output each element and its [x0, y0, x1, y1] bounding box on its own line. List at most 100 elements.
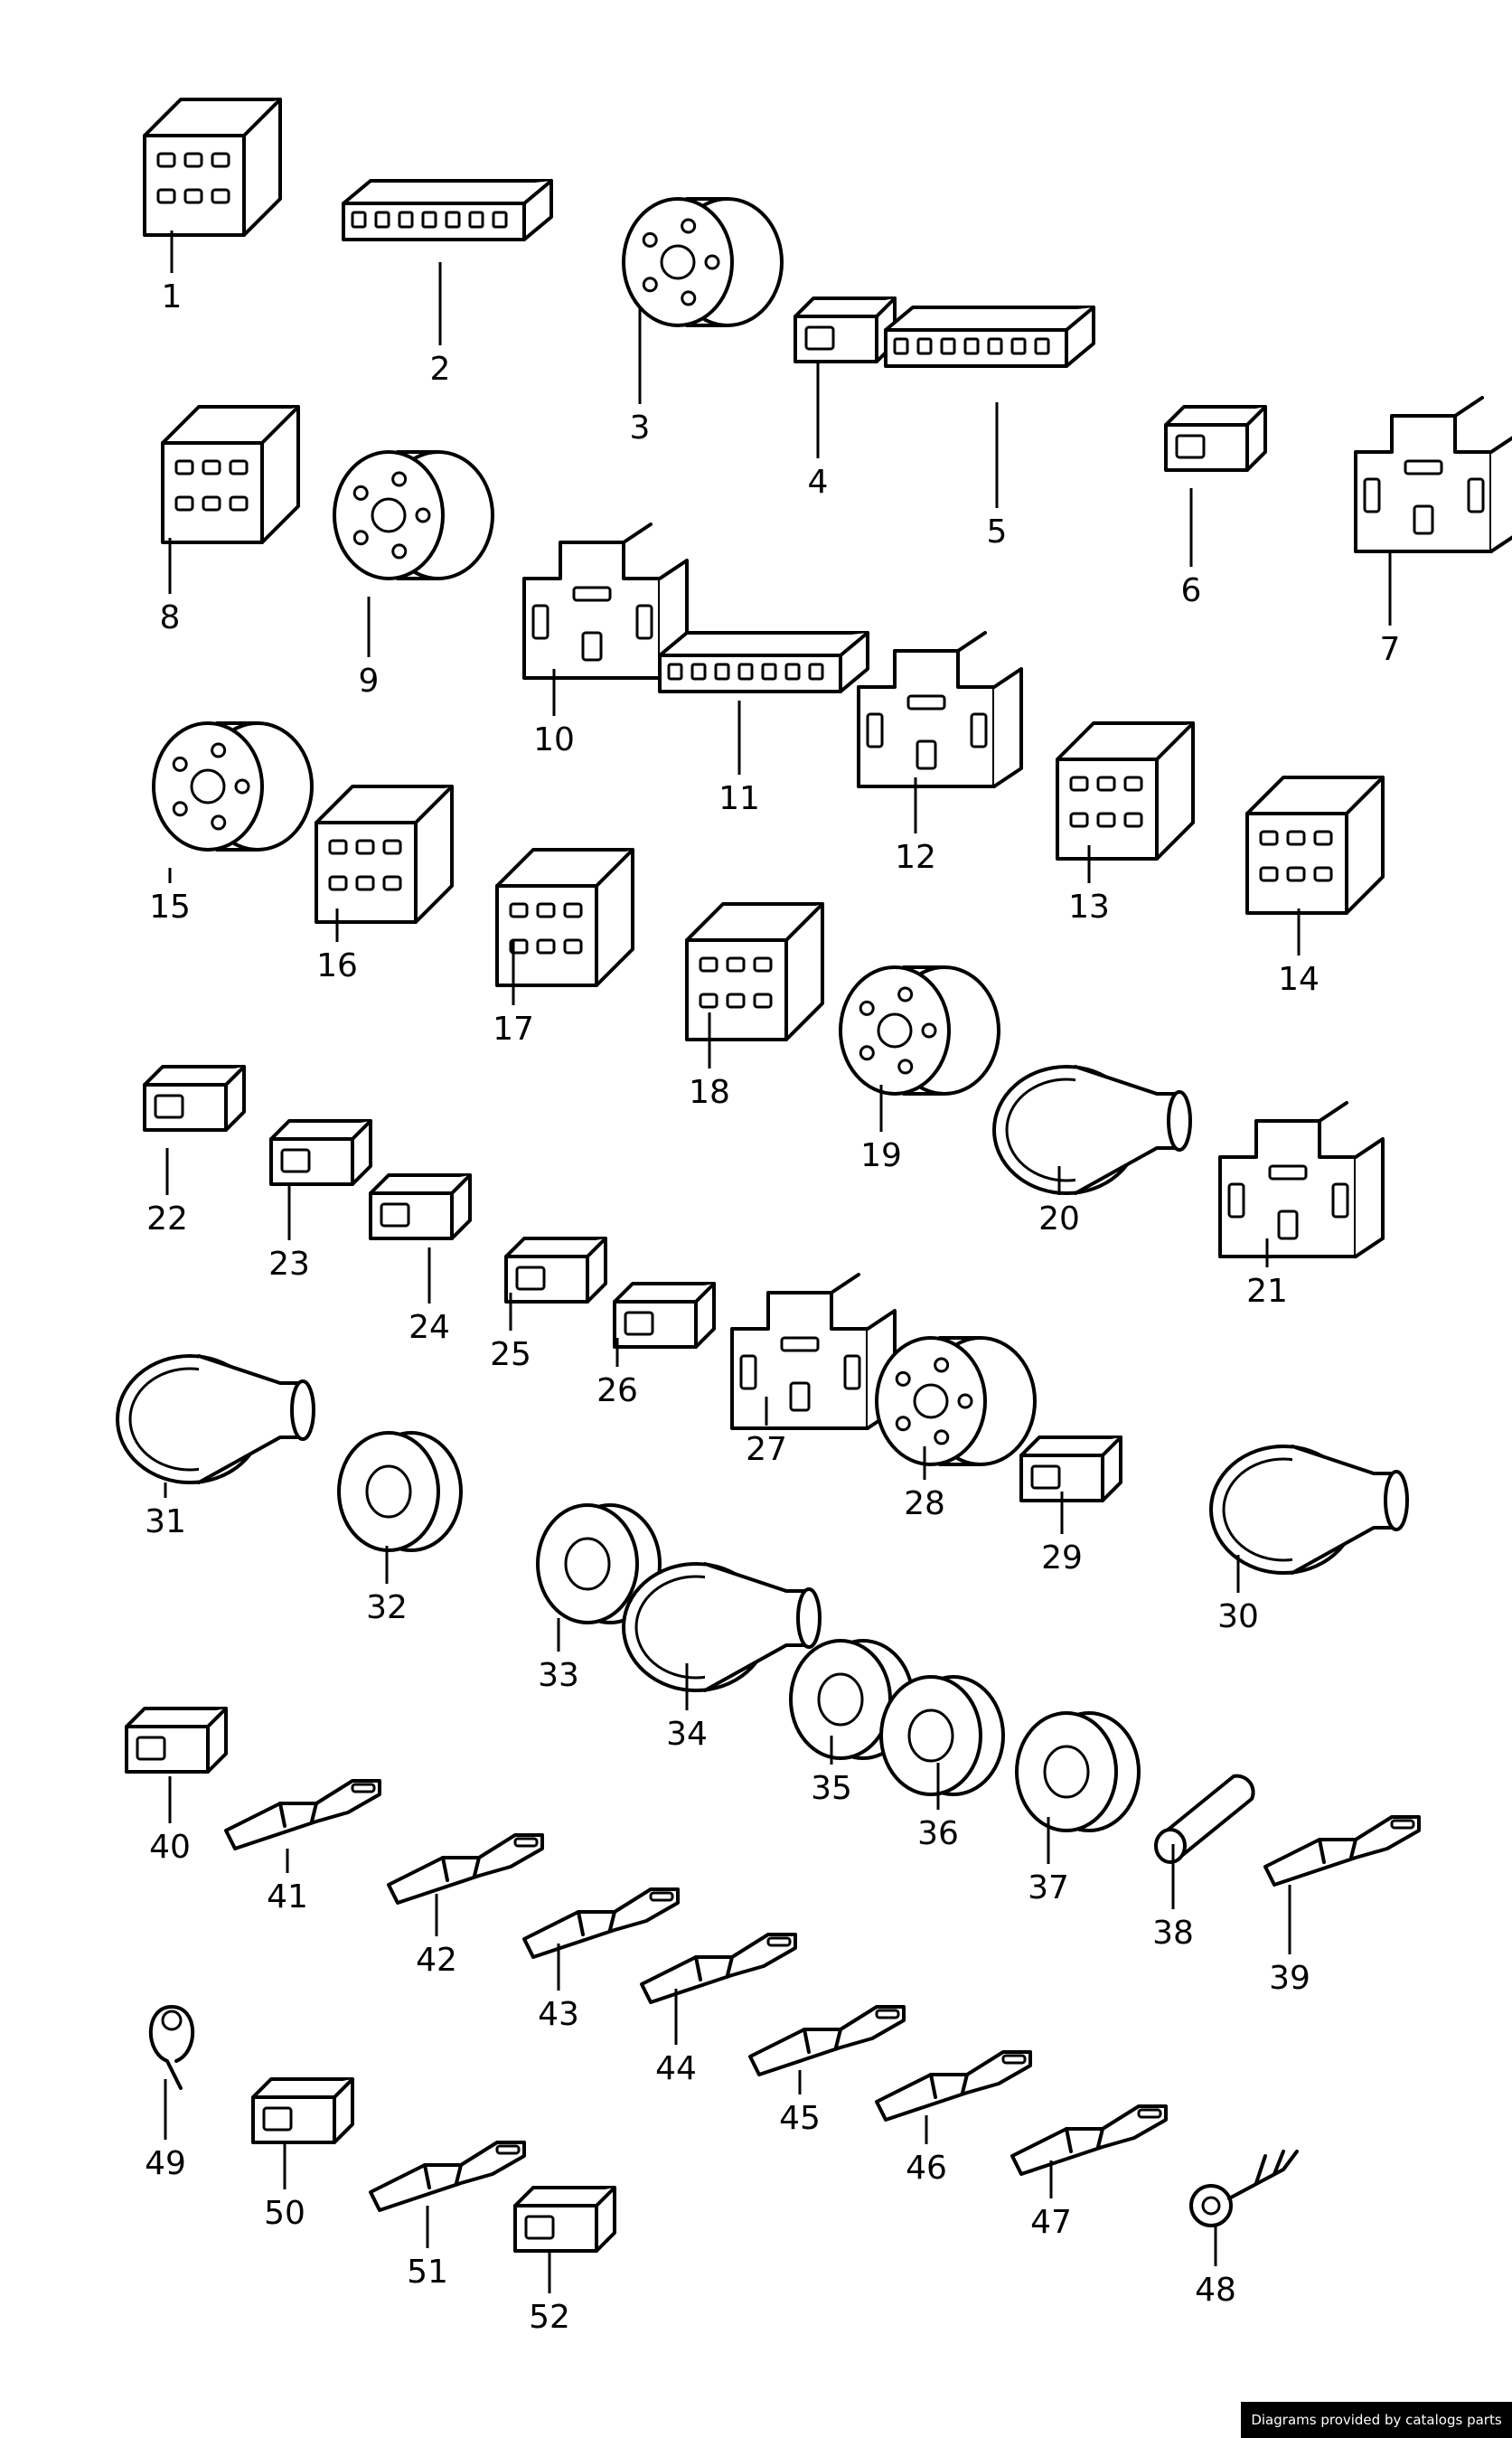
callout-number: 1: [162, 278, 183, 315]
part-19: [839, 965, 1000, 1096]
callout-number: 7: [1380, 631, 1401, 668]
callout-37: 37: [1028, 1817, 1069, 1906]
callout-52: 52: [529, 2251, 570, 2336]
callout-number: 44: [655, 2050, 697, 2087]
callout-number: 46: [906, 2150, 947, 2187]
part-5: [884, 306, 1095, 368]
part-15: [152, 721, 314, 852]
callout-number: 4: [808, 464, 829, 501]
callout-50: 50: [264, 2142, 305, 2232]
callout-number: 14: [1278, 961, 1319, 998]
callout-13: 13: [1068, 845, 1110, 926]
part-52: [513, 2186, 616, 2253]
part-39: [1263, 1815, 1421, 1887]
part-23: [269, 1119, 372, 1186]
callout-17: 17: [493, 940, 534, 1048]
callout-38: 38: [1152, 1844, 1194, 1952]
part-18: [685, 902, 824, 1041]
part-43: [522, 1887, 680, 1959]
callout-33: 33: [538, 1618, 579, 1694]
part-11: [658, 631, 869, 693]
credit-badge: Diagrams provided by catalogs parts: [1241, 2402, 1512, 2438]
callout-6: 6: [1181, 488, 1201, 609]
callout-9: 9: [359, 597, 380, 700]
callout-number: 34: [666, 1716, 708, 1753]
callout-number: 28: [904, 1485, 945, 1522]
callout-number: 30: [1217, 1598, 1259, 1635]
callout-number: 9: [359, 663, 380, 700]
callout-number: 19: [860, 1137, 902, 1174]
callout-49: 49: [145, 2079, 186, 2182]
part-41: [224, 1779, 381, 1850]
callout-number: 26: [596, 1372, 638, 1409]
part-16: [315, 785, 454, 924]
callout-41: 41: [267, 1849, 308, 1916]
part-20: [992, 1065, 1192, 1195]
callout-7: 7: [1380, 551, 1401, 668]
callout-11: 11: [718, 701, 760, 817]
callout-2: 2: [430, 262, 450, 388]
callout-number: 52: [529, 2299, 570, 2336]
callout-36: 36: [917, 1763, 959, 1852]
callout-34: 34: [666, 1663, 708, 1753]
callout-number: 35: [811, 1770, 852, 1807]
callout-number: 49: [145, 2145, 186, 2182]
part-45: [748, 2005, 906, 2076]
callout-45: 45: [779, 2070, 821, 2137]
callout-14: 14: [1278, 908, 1319, 998]
callout-number: 43: [538, 1996, 579, 2033]
part-17: [495, 848, 634, 987]
part-37: [1015, 1711, 1141, 1832]
part-31: [116, 1354, 315, 1484]
callout-18: 18: [689, 1012, 730, 1111]
callout-number: 37: [1028, 1869, 1069, 1906]
part-46: [875, 2050, 1032, 2122]
callout-number: 51: [407, 2254, 448, 2291]
callout-20: 20: [1038, 1166, 1080, 1238]
callout-number: 11: [718, 780, 760, 817]
part-24: [369, 1173, 472, 1240]
callout-number: 20: [1038, 1200, 1080, 1238]
part-4: [794, 297, 897, 363]
callout-number: 16: [316, 947, 358, 984]
callout-number: 18: [689, 1074, 730, 1111]
callout-number: 21: [1246, 1273, 1288, 1310]
part-42: [387, 1833, 544, 1905]
callout-number: 17: [493, 1011, 534, 1048]
part-8: [161, 405, 300, 544]
callout-26: 26: [596, 1338, 638, 1409]
callout-48: 48: [1195, 2224, 1236, 2309]
callout-number: 5: [987, 513, 1008, 551]
part-7: [1354, 396, 1512, 553]
callout-27: 27: [746, 1397, 787, 1468]
part-27: [730, 1273, 897, 1430]
callout-47: 47: [1030, 2160, 1072, 2241]
callout-31: 31: [145, 1483, 186, 1540]
callout-number: 48: [1195, 2272, 1236, 2309]
part-3: [622, 197, 784, 327]
callout-24: 24: [409, 1247, 450, 1346]
callout-1: 1: [162, 231, 183, 315]
callout-42: 42: [416, 1894, 457, 1979]
callout-number: 13: [1068, 889, 1110, 926]
callout-3: 3: [630, 307, 651, 447]
callout-number: 3: [630, 409, 651, 447]
callout-28: 28: [904, 1446, 945, 1522]
part-49: [148, 2005, 195, 2090]
callout-number: 47: [1030, 2204, 1072, 2241]
callout-22: 22: [146, 1148, 188, 1238]
callout-44: 44: [655, 1989, 697, 2087]
callout-21: 21: [1246, 1238, 1288, 1310]
part-47: [1010, 2104, 1168, 2176]
callout-19: 19: [860, 1085, 902, 1174]
part-2: [342, 179, 553, 241]
part-25: [504, 1237, 607, 1304]
callout-25: 25: [490, 1293, 531, 1373]
part-26: [613, 1282, 716, 1349]
callout-10: 10: [533, 669, 575, 758]
part-40: [125, 1707, 228, 1774]
callout-46: 46: [906, 2115, 947, 2187]
callout-number: 25: [490, 1336, 531, 1373]
callout-number: 8: [160, 599, 181, 636]
